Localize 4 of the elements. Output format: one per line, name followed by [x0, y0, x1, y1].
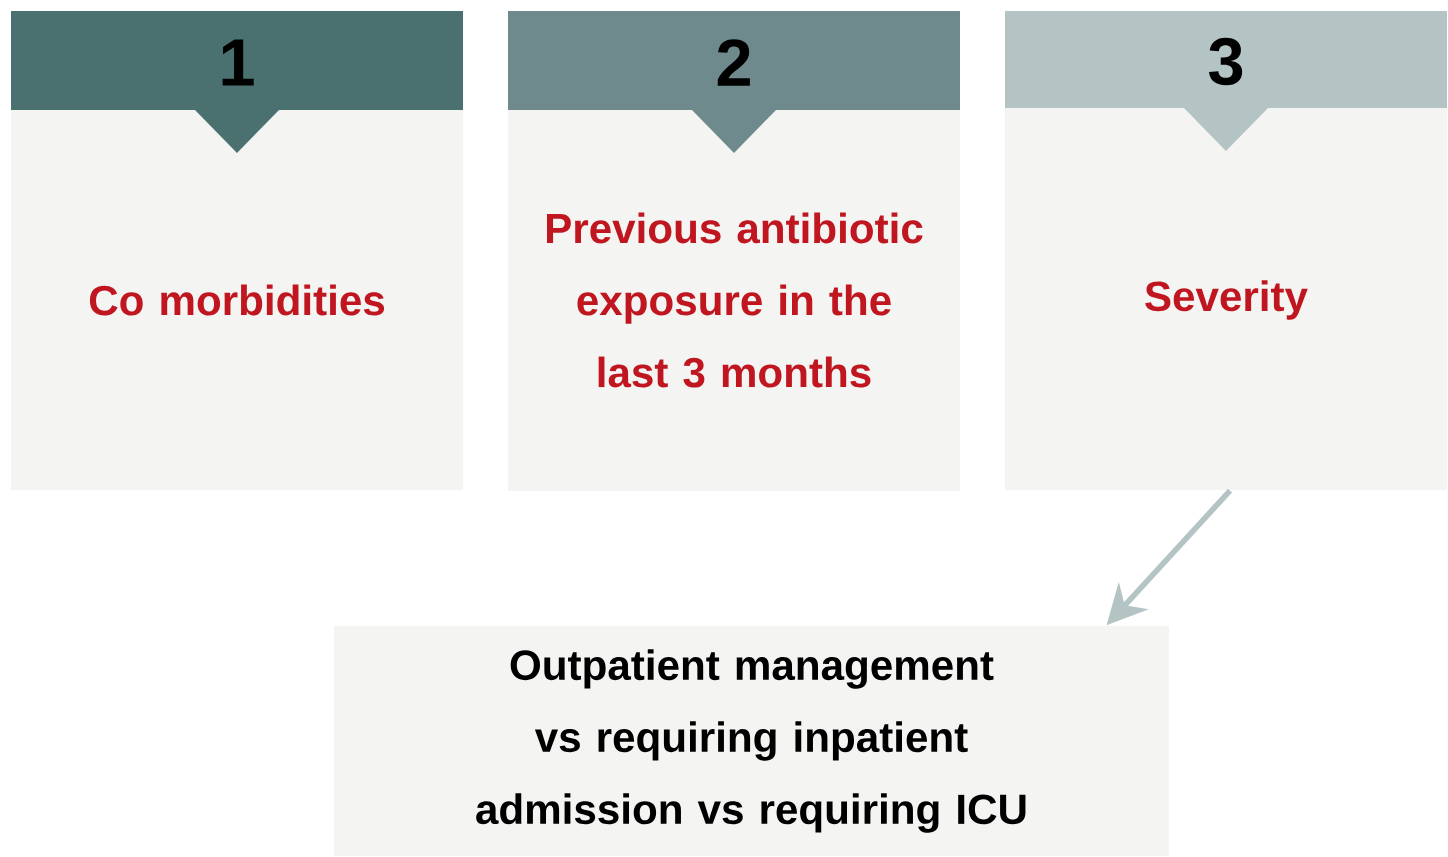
- numbered-card: 1 Co morbidities: [11, 11, 463, 490]
- numbered-card: 2 Previous antibiotic exposure in the last 3 months: [508, 11, 960, 491]
- result-box: Outpatient management vs requiring inpatient admission vs requiring ICU: [334, 626, 1169, 856]
- numbered-card: 3 Severity: [1005, 11, 1447, 490]
